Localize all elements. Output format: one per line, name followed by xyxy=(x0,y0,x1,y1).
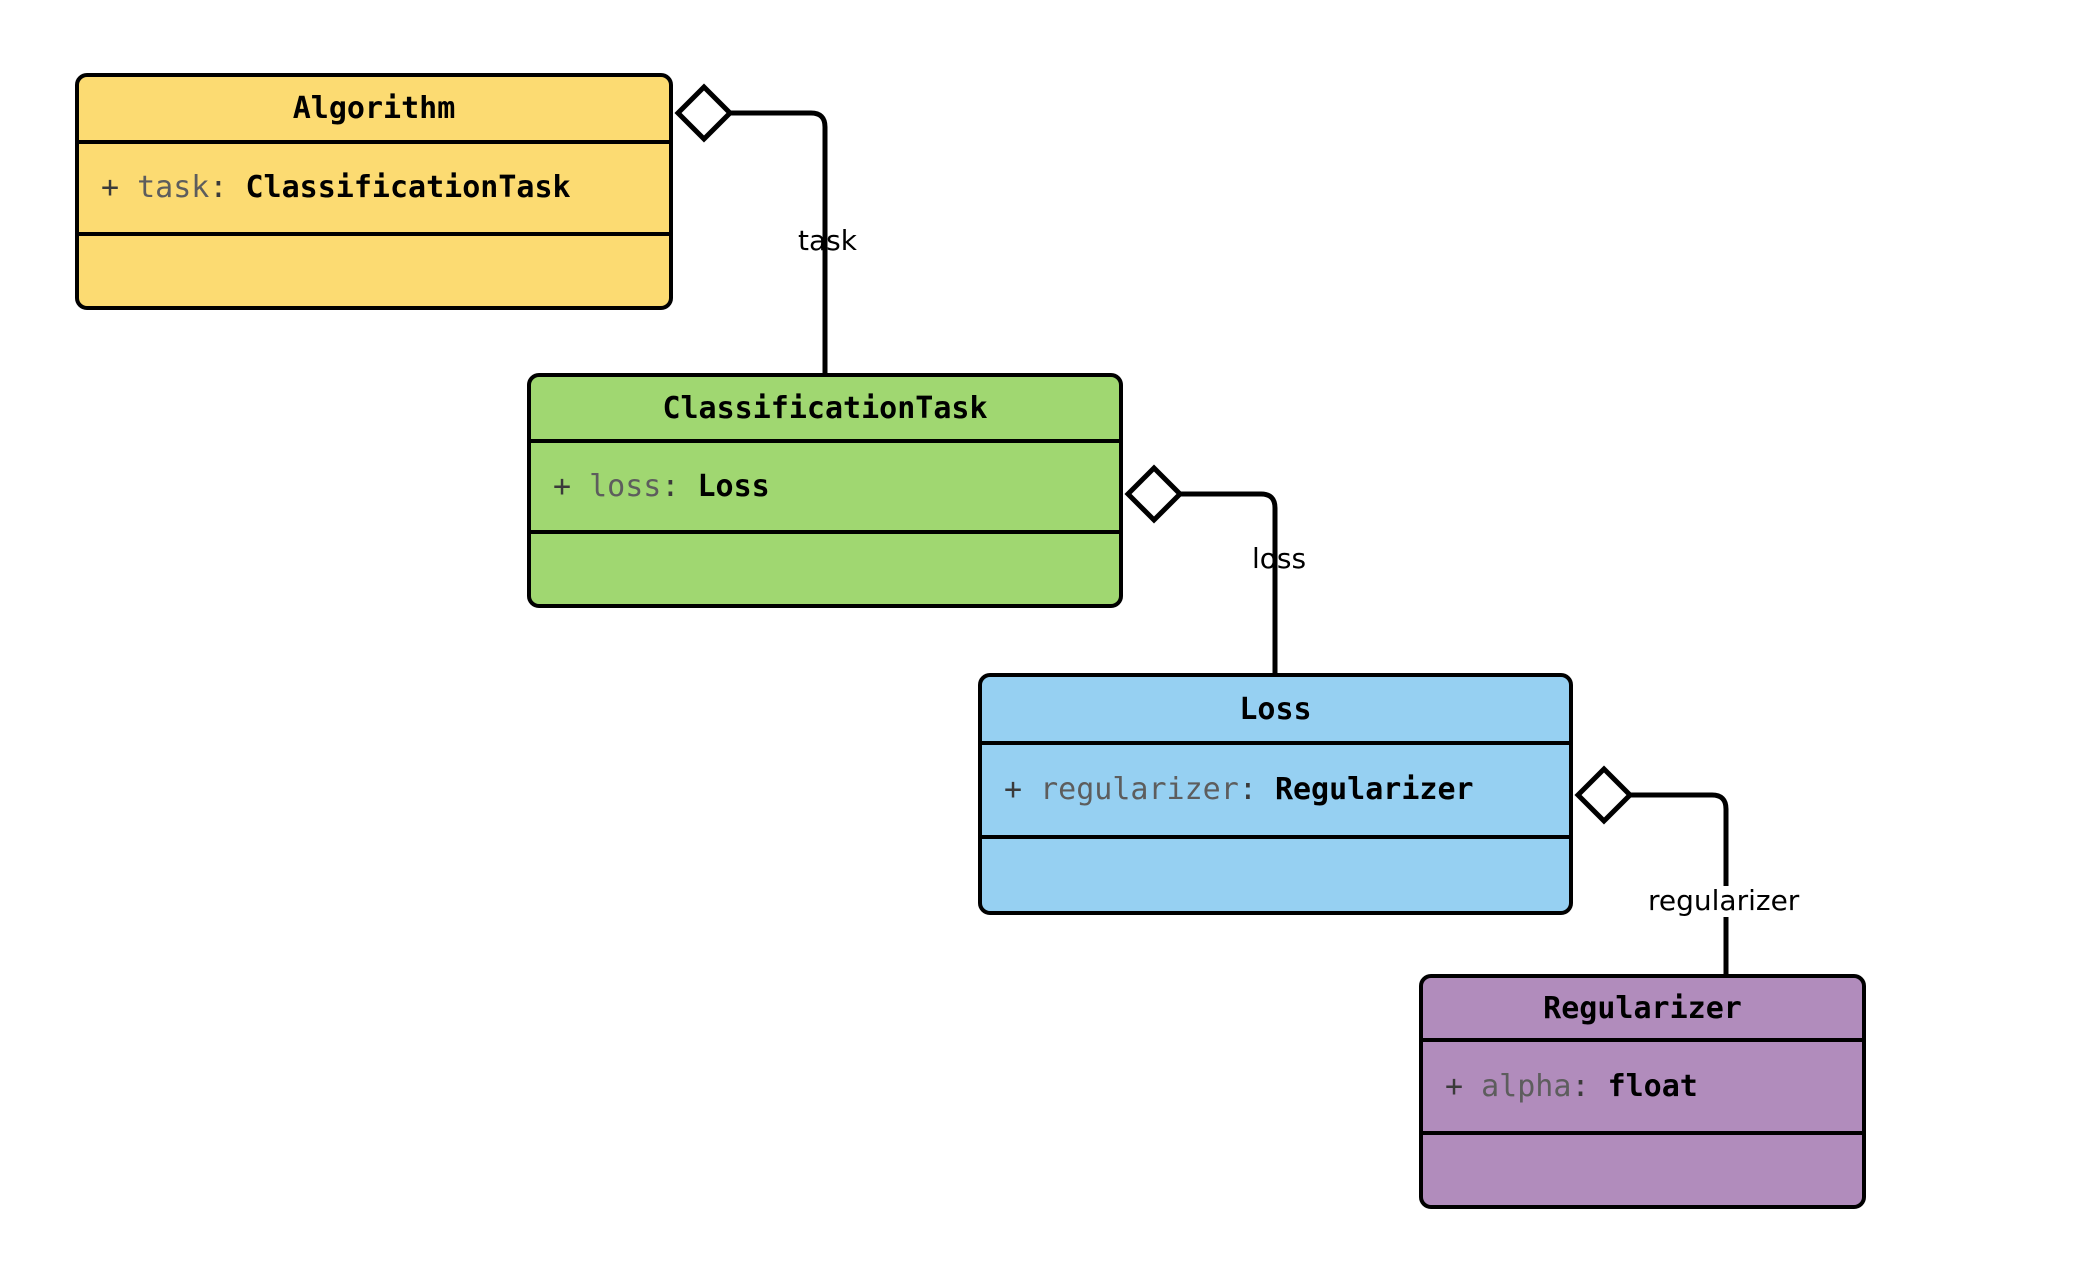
attribute-visibility: + xyxy=(101,170,120,205)
attribute-separator: : xyxy=(661,468,680,504)
attribute-name: task xyxy=(137,170,210,205)
uml-class-classification-task[interactable]: ClassificationTask + loss: Loss xyxy=(527,373,1123,608)
class-name: ClassificationTask xyxy=(662,390,988,426)
class-attribute-row: + regularizer: Regularizer xyxy=(1004,775,1474,805)
attribute-separator: : xyxy=(209,170,228,205)
class-title-section: Regularizer xyxy=(1423,978,1862,1042)
uml-class-algorithm[interactable]: Algorithm + task: ClassificationTask xyxy=(75,73,673,310)
attribute-type: ClassificationTask xyxy=(245,170,571,205)
uml-class-loss[interactable]: Loss + regularizer: Regularizer xyxy=(978,673,1573,915)
attribute-visibility: + xyxy=(1004,772,1023,807)
attribute-name: loss xyxy=(589,468,662,504)
class-methods-section xyxy=(79,236,669,306)
class-attribute-row: + alpha: float xyxy=(1445,1068,1698,1104)
uml-class-regularizer[interactable]: Regularizer + alpha: float xyxy=(1419,974,1866,1209)
relation-loss-regularizer xyxy=(1574,765,1729,974)
class-attributes-section: + alpha: float xyxy=(1423,1042,1862,1135)
class-methods-section xyxy=(982,839,1569,911)
relation-line xyxy=(1180,491,1278,673)
class-name: Regularizer xyxy=(1543,990,1742,1026)
relation-label-algorithm-task: task xyxy=(798,224,857,257)
aggregation-diamond-icon xyxy=(1124,464,1184,524)
attribute-name: regularizer xyxy=(1040,772,1239,807)
class-attribute-row: + loss: Loss xyxy=(553,468,770,504)
class-methods-section xyxy=(1423,1135,1862,1205)
class-attributes-section: + loss: Loss xyxy=(531,443,1119,534)
attribute-type: Regularizer xyxy=(1274,772,1474,807)
attribute-separator: : xyxy=(1571,1068,1590,1104)
class-name: Loss xyxy=(1239,691,1312,727)
attribute-separator: : xyxy=(1238,772,1257,807)
attribute-visibility: + xyxy=(553,468,572,504)
class-title-section: ClassificationTask xyxy=(531,377,1119,443)
class-attributes-section: + task: ClassificationTask xyxy=(79,144,669,236)
aggregation-diamond-icon xyxy=(1574,765,1634,825)
attribute-name: alpha xyxy=(1481,1068,1572,1104)
class-methods-section xyxy=(531,534,1119,604)
aggregation-diamond-icon xyxy=(674,83,734,143)
class-name: Algorithm xyxy=(292,91,456,126)
class-attribute-row: + task: ClassificationTask xyxy=(101,173,571,203)
attribute-type: Loss xyxy=(697,468,770,504)
attribute-type: float xyxy=(1607,1068,1698,1104)
attribute-visibility: + xyxy=(1445,1068,1464,1104)
class-attributes-section: + regularizer: Regularizer xyxy=(982,745,1569,839)
relation-label-classificationtask-loss: loss xyxy=(1252,542,1307,575)
class-title-section: Loss xyxy=(982,677,1569,745)
relation-label-loss-regularizer: regularizer xyxy=(1645,885,1803,917)
class-title-section: Algorithm xyxy=(79,77,669,144)
